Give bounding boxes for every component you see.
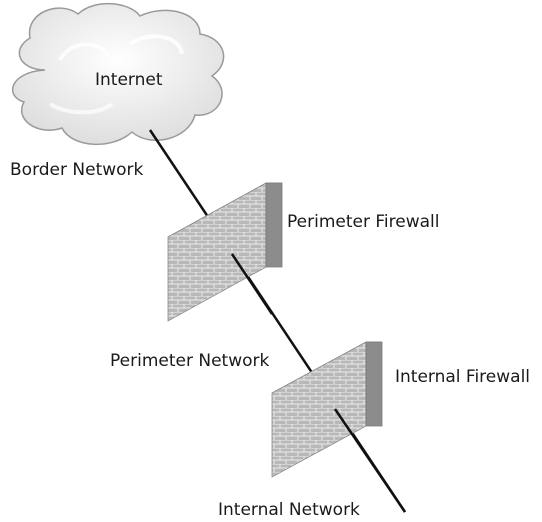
perimeter-network-label: Perimeter Network bbox=[110, 351, 270, 371]
internal-firewall-icon bbox=[271, 341, 383, 478]
perimeter-firewall-label: Perimeter Firewall bbox=[287, 212, 440, 232]
perimeter-firewall-icon bbox=[167, 182, 283, 322]
internal-firewall-label: Internal Firewall bbox=[395, 367, 531, 387]
border-network-label: Border Network bbox=[10, 160, 144, 180]
internet-label: Internet bbox=[95, 70, 163, 90]
cloud-icon bbox=[12, 2, 225, 145]
internal-network-label: Internal Network bbox=[218, 500, 360, 520]
